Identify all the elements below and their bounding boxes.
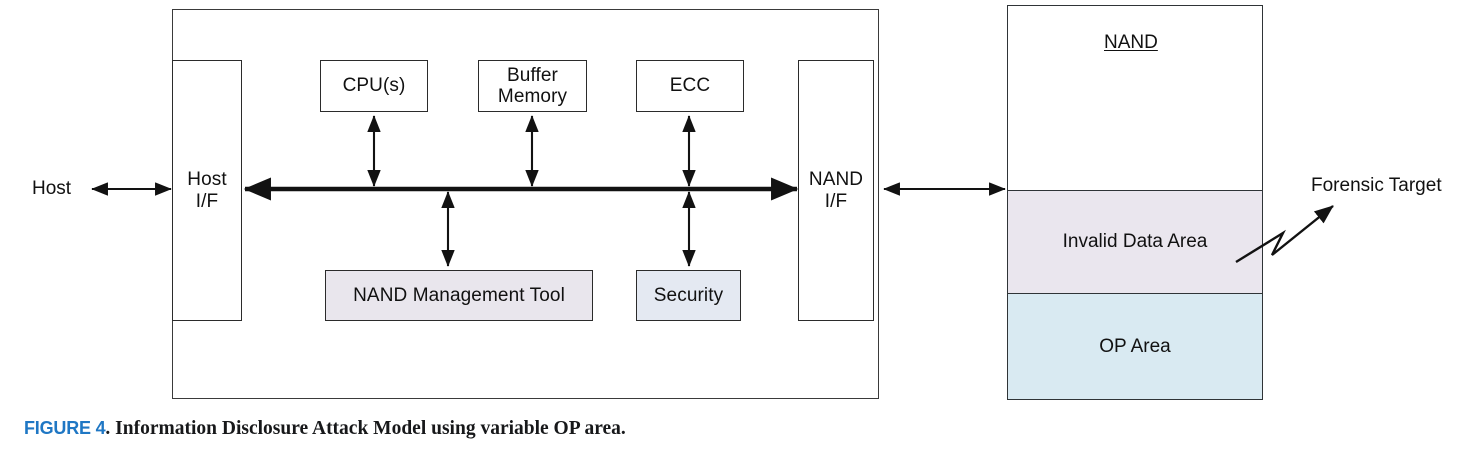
cpu-block: CPU(s) [320, 60, 428, 112]
ecc-block: ECC [636, 60, 744, 112]
nand-management-tool-block: NAND Management Tool [325, 270, 593, 321]
figure-caption-text: . Information Disclosure Attack Model us… [105, 418, 626, 439]
invalid-data-area-region: Invalid Data Area [1007, 190, 1263, 293]
diagram-canvas: Host Host I/F CPU(s) Buffer Memory ECC N… [32, 5, 1442, 400]
nand-interface-block: NAND I/F [798, 60, 874, 321]
security-block: Security [636, 270, 741, 321]
host-interface-block: Host I/F [172, 60, 242, 321]
figure-caption: FIGURE 4. Information Disclosure Attack … [24, 418, 626, 440]
op-area-region: OP Area [1007, 293, 1263, 400]
nand-title-label: NAND [1104, 32, 1158, 53]
buffer-memory-block: Buffer Memory [478, 60, 587, 112]
figure-number: FIGURE 4 [24, 418, 106, 438]
host-label: Host [32, 178, 72, 199]
forensic-target-label: Forensic Target [1311, 175, 1442, 196]
